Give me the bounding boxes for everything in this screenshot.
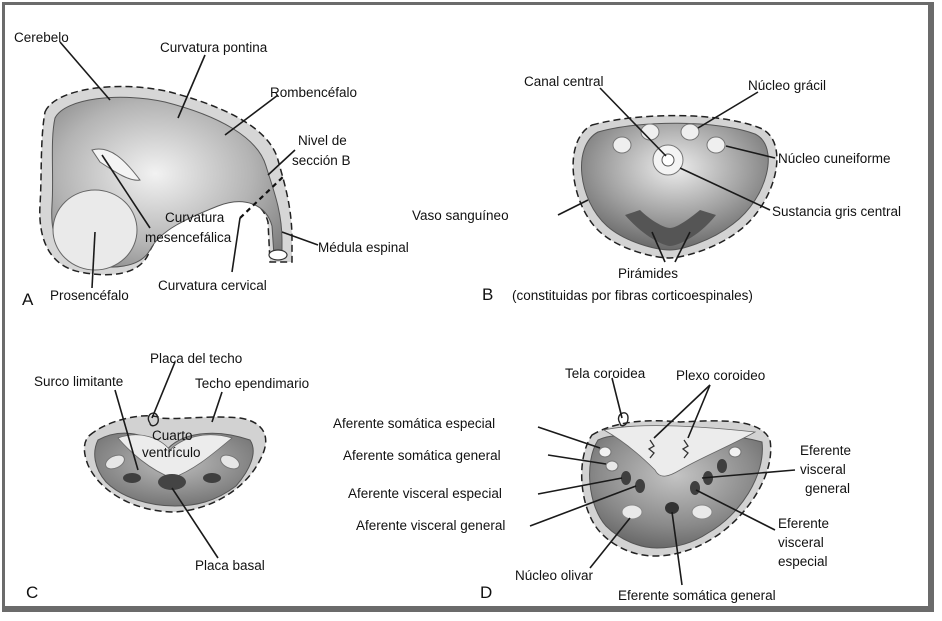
label-ventriculo: ventrículo (142, 445, 201, 460)
label-placa-del-techo: Placa del techo (150, 351, 242, 366)
label-seccion-b: sección B (292, 153, 351, 168)
label-constituidas: (constituidas por fibras corticoespinale… (512, 288, 753, 303)
label-medula-espinal: Médula espinal (318, 240, 409, 255)
label-cerebelo: Cerebelo (14, 30, 69, 45)
label-curvatura-pontina: Curvatura pontina (160, 40, 268, 55)
label-aferente-somatica-general: Aferente somática general (343, 448, 501, 463)
panel-c-basal-plate (158, 474, 186, 490)
panel-b-nucleus-gracilis-right (681, 124, 699, 140)
label-visceral-2: visceral (778, 535, 824, 550)
panel-d-nucleus-ase (599, 447, 611, 457)
panel-d-nucleus-r2 (717, 459, 727, 473)
label-piramides: Pirámides (618, 266, 678, 281)
label-cuarto: Cuarto (152, 428, 193, 443)
leader-placa-techo (152, 362, 175, 418)
leader-tela (612, 378, 622, 418)
panel-letter-a: A (22, 290, 34, 309)
label-eferente-somatica-general: Eferente somática general (618, 588, 776, 603)
panel-d-nucleus-r4 (690, 481, 700, 495)
label-aferente-visceral-general: Aferente visceral general (356, 518, 505, 533)
panel-letter-c: C (26, 583, 38, 602)
label-placa-basal: Placa basal (195, 558, 265, 573)
panel-letter-b: B (482, 285, 493, 304)
label-canal-central: Canal central (524, 74, 604, 89)
panel-a: Cerebelo Curvatura pontina Rombencéfalo … (14, 30, 409, 309)
label-aferente-visceral-especial: Aferente visceral especial (348, 486, 502, 501)
panel-a-prosencephalon (53, 190, 137, 270)
label-eferente-2: Eferente (778, 516, 829, 531)
label-nucleo-cuneiforme: Núcleo cuneiforme (778, 151, 891, 166)
panel-d-nucleus-avg (635, 479, 645, 493)
panel-c: Placa del techo Surco limitante Techo ep… (26, 351, 309, 602)
label-aferente-somatica-especial: Aferente somática especial (333, 416, 495, 431)
label-sustancia-gris: Sustancia gris central (772, 204, 901, 219)
label-especial-2: especial (778, 554, 828, 569)
label-nivel-de: Nivel de (298, 133, 347, 148)
label-techo-ependimario: Techo ependimario (195, 376, 309, 391)
panel-d: Tela coroidea Plexo coroideo Aferente so… (333, 366, 851, 603)
panel-b-central-canal (662, 154, 674, 166)
label-tela-coroidea: Tela coroidea (565, 366, 646, 381)
panel-c-nucleus-right-2 (203, 473, 221, 483)
panel-c-nucleus-left-2 (123, 473, 141, 483)
panel-d-olivary-left (622, 505, 642, 519)
panel-d-nucleus-ave (621, 471, 631, 485)
label-visceral-1: visceral (800, 462, 846, 477)
panel-b-nucleus-cuneatus-right (707, 137, 725, 153)
label-curvatura: Curvatura (165, 210, 225, 225)
panel-d-nucleus-asg (606, 461, 618, 471)
label-general-1: general (805, 481, 850, 496)
panel-b: Canal central Núcleo grácil Núcleo cunei… (412, 74, 901, 304)
label-nucleo-gracil: Núcleo grácil (748, 78, 826, 93)
label-mesencefalica: mesencefálica (145, 230, 232, 245)
panel-d-olivary-right (692, 505, 712, 519)
label-plexo-coroideo: Plexo coroideo (676, 368, 765, 383)
label-nucleo-olivar: Núcleo olivar (515, 568, 594, 583)
panel-a-spinal-cord-end (269, 250, 287, 260)
label-prosencefalo: Prosencéfalo (50, 288, 129, 303)
label-curvatura-cervical: Curvatura cervical (158, 278, 267, 293)
label-surco-limitante: Surco limitante (34, 374, 123, 389)
panel-b-nucleus-cuneatus-left (613, 137, 631, 153)
label-rombencefalo: Rombencéfalo (270, 85, 357, 100)
panel-letter-d: D (480, 583, 492, 602)
panel-d-nucleus-r1 (729, 447, 741, 457)
label-vaso-sanguineo: Vaso sanguíneo (412, 208, 509, 223)
leader-cervical (232, 218, 240, 272)
label-eferente-1: Eferente (800, 443, 851, 458)
